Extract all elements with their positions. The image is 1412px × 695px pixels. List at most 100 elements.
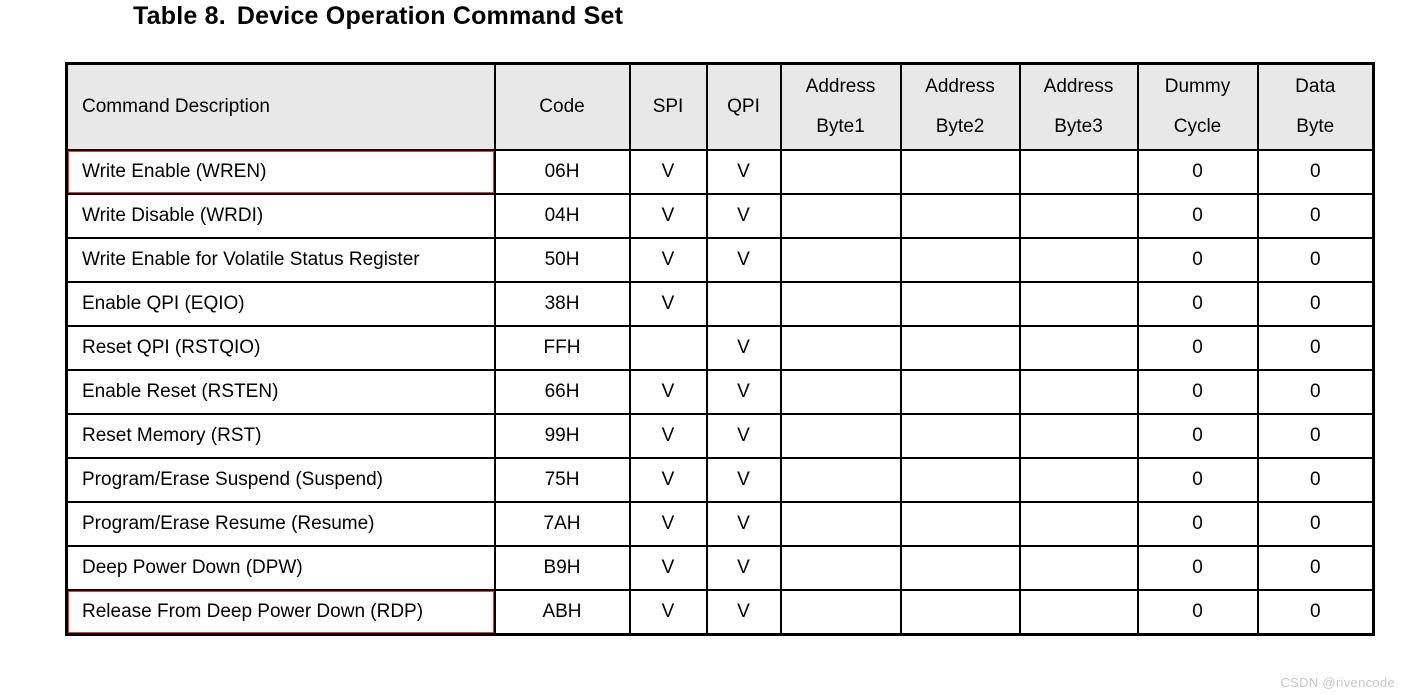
cell-ab2 (899, 589, 1021, 636)
cell-qpi: V (705, 369, 782, 415)
cell-spi: V (628, 501, 708, 547)
cell-ab3 (1018, 369, 1139, 415)
cell-spi: V (628, 545, 708, 591)
cell-desc: Reset Memory (RST) (65, 413, 496, 459)
cell-desc: Enable QPI (EQIO) (65, 281, 496, 327)
cell-data: 0 (1256, 369, 1375, 415)
cell-desc-highlighted: Release From Deep Power Down (RDP) (65, 589, 496, 636)
cell-ab3 (1018, 545, 1139, 591)
cell-qpi: V (705, 149, 782, 195)
cell-ab3 (1018, 281, 1139, 327)
cell-code: 06H (493, 149, 631, 195)
cell-data: 0 (1256, 325, 1375, 371)
cell-data: 0 (1256, 193, 1375, 239)
cell-ab3 (1018, 237, 1139, 283)
table-number: Table 8. (133, 2, 226, 30)
cell-ab3 (1018, 325, 1139, 371)
cell-ab3 (1018, 501, 1139, 547)
cell-ab3 (1018, 589, 1139, 636)
column-header-ab3: Address Byte3 (1018, 62, 1139, 151)
page-title: Table 8.Device Operation Command Set (133, 2, 623, 31)
cell-ab3 (1018, 457, 1139, 503)
cell-qpi: V (705, 237, 782, 283)
cell-ab2 (899, 501, 1021, 547)
cell-spi: V (628, 237, 708, 283)
cell-data: 0 (1256, 545, 1375, 591)
cell-spi: V (628, 149, 708, 195)
table-row: Write Enable for Volatile Status Registe… (65, 237, 1375, 283)
cell-ab2 (899, 281, 1021, 327)
cell-dummy: 0 (1136, 369, 1259, 415)
column-header-spi: SPI (628, 62, 708, 151)
cell-ab1 (779, 237, 902, 283)
column-header-desc: Command Description (65, 62, 496, 151)
cell-code: FFH (493, 325, 631, 371)
cell-ab1 (779, 589, 902, 636)
cell-dummy: 0 (1136, 193, 1259, 239)
cell-ab2 (899, 325, 1021, 371)
cell-ab1 (779, 545, 902, 591)
cell-ab2 (899, 413, 1021, 459)
cell-ab2 (899, 149, 1021, 195)
cell-desc: Program/Erase Resume (Resume) (65, 501, 496, 547)
cell-ab3 (1018, 149, 1139, 195)
cell-dummy: 0 (1136, 501, 1259, 547)
cell-data: 0 (1256, 237, 1375, 283)
cell-desc: Write Disable (WRDI) (65, 193, 496, 239)
column-header-ab2: Address Byte2 (899, 62, 1021, 151)
column-header-ab1: Address Byte1 (779, 62, 902, 151)
cell-spi: V (628, 369, 708, 415)
cell-code: ABH (493, 589, 631, 636)
cell-qpi: V (705, 413, 782, 459)
cell-code: 66H (493, 369, 631, 415)
column-header-data: Data Byte (1256, 62, 1375, 151)
cell-dummy: 0 (1136, 457, 1259, 503)
cell-dummy: 0 (1136, 545, 1259, 591)
cell-data: 0 (1256, 501, 1375, 547)
cell-ab1 (779, 193, 902, 239)
cell-ab3 (1018, 413, 1139, 459)
cell-desc: Deep Power Down (DPW) (65, 545, 496, 591)
cell-dummy: 0 (1136, 325, 1259, 371)
cell-dummy: 0 (1136, 281, 1259, 327)
cell-dummy: 0 (1136, 237, 1259, 283)
cell-code: 75H (493, 457, 631, 503)
cell-spi: V (628, 457, 708, 503)
cell-ab2 (899, 457, 1021, 503)
cell-ab1 (779, 457, 902, 503)
cell-spi (628, 325, 708, 371)
cell-code: B9H (493, 545, 631, 591)
cell-ab2 (899, 193, 1021, 239)
cell-desc: Program/Erase Suspend (Suspend) (65, 457, 496, 503)
cell-data: 0 (1256, 413, 1375, 459)
cell-spi: V (628, 281, 708, 327)
cell-code: 50H (493, 237, 631, 283)
cell-desc: Write Enable for Volatile Status Registe… (65, 237, 496, 283)
cell-qpi: V (705, 545, 782, 591)
cell-data: 0 (1256, 281, 1375, 327)
cell-qpi: V (705, 589, 782, 636)
cell-spi: V (628, 193, 708, 239)
cell-ab1 (779, 281, 902, 327)
cell-desc: Reset QPI (RSTQIO) (65, 325, 496, 371)
cell-dummy: 0 (1136, 589, 1259, 636)
watermark: CSDN @rivencode (1280, 675, 1395, 690)
cell-ab2 (899, 545, 1021, 591)
cell-qpi: V (705, 457, 782, 503)
cell-qpi: V (705, 193, 782, 239)
cell-code: 99H (493, 413, 631, 459)
cell-dummy: 0 (1136, 149, 1259, 195)
